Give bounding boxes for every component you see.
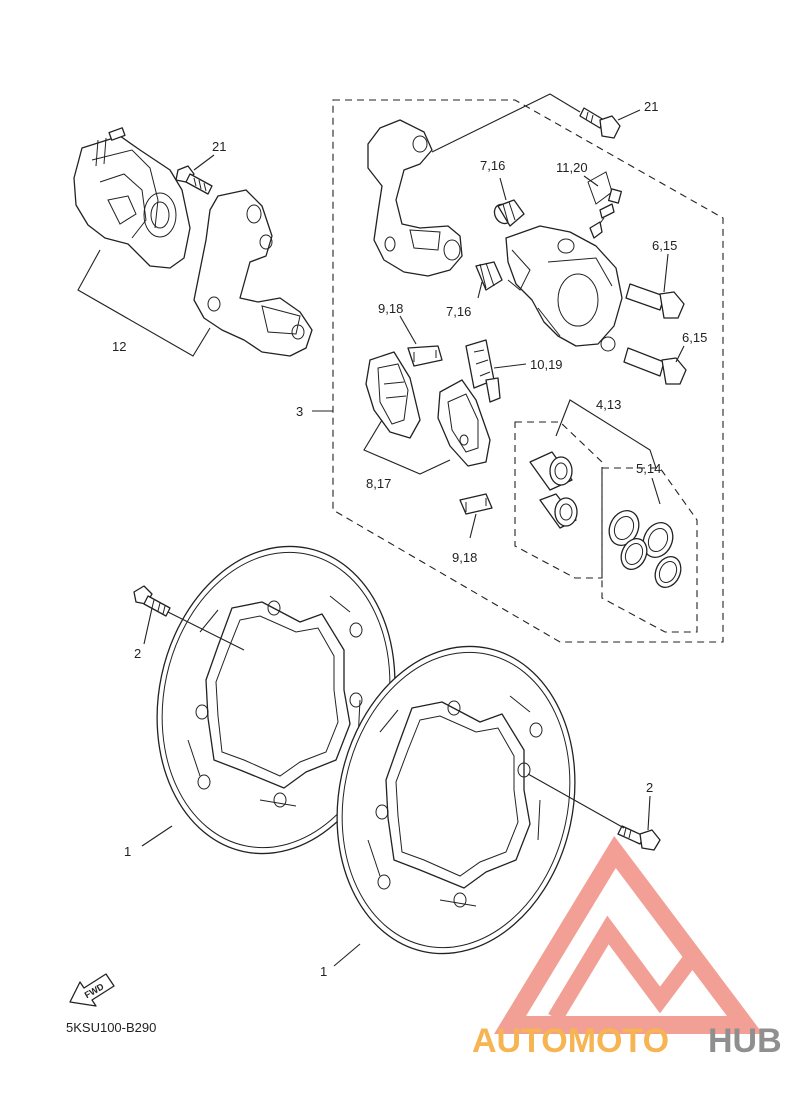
callout-7-16-lower: 7,16 bbox=[446, 304, 471, 319]
right-caliper-body bbox=[505, 225, 623, 347]
pad-clip-lower bbox=[459, 493, 493, 515]
watermark-mark-icon bbox=[548, 915, 697, 1023]
watermark-triangle-icon bbox=[494, 835, 764, 1034]
callout-11-20: 11,20 bbox=[556, 160, 588, 175]
callout-12: 12 bbox=[112, 339, 126, 354]
watermark-word-automoto: AUTOMOTO bbox=[472, 1022, 669, 1060]
left-caliper-body bbox=[73, 135, 191, 269]
right-caliper-assembly: 21 11,20 6,15 6,15 bbox=[367, 93, 707, 385]
watermark-word-hub: HUB bbox=[708, 1022, 782, 1060]
bleed-screw bbox=[587, 171, 623, 239]
right-caliper-bracket bbox=[367, 119, 463, 277]
right-disc-bolt bbox=[617, 825, 661, 851]
piston-seals bbox=[608, 509, 682, 589]
piston-group-boundary bbox=[514, 421, 603, 579]
callout-9-18-lower: 9,18 bbox=[452, 550, 477, 565]
forward-arrow-icon: FWD bbox=[69, 973, 115, 1007]
diagram-code: 5KSU100-B290 bbox=[66, 1020, 156, 1035]
callout-2-left: 2 bbox=[134, 646, 141, 661]
callout-4-13: 4,13 bbox=[596, 397, 621, 412]
callout-21-right: 21 bbox=[644, 99, 658, 114]
watermark-logo: AUTOMOTO HUB bbox=[472, 835, 782, 1060]
callout-6-15-lower: 6,15 bbox=[682, 330, 707, 345]
callout-3: 3 bbox=[296, 404, 303, 419]
callout-8-17: 8,17 bbox=[366, 476, 391, 491]
callout-10-19: 10,19 bbox=[530, 357, 563, 372]
callout-6-15-upper: 6,15 bbox=[652, 238, 677, 253]
callout-9-18-upper: 9,18 bbox=[378, 301, 403, 316]
brake-disc-right bbox=[336, 645, 576, 955]
callout-5-14: 5,14 bbox=[636, 461, 661, 476]
pad-clip-upper bbox=[407, 345, 443, 367]
callout-2-right: 2 bbox=[646, 780, 653, 795]
seal-group-boundary bbox=[601, 467, 698, 633]
pistons bbox=[529, 451, 578, 529]
left-mounting-bolt bbox=[175, 165, 213, 195]
pin-boot-lower bbox=[475, 261, 503, 291]
right-mounting-bolt bbox=[579, 107, 621, 139]
left-caliper-bracket bbox=[193, 189, 313, 357]
brake-pad-right bbox=[437, 379, 491, 467]
left-disc-bolt bbox=[133, 585, 171, 617]
callout-1-right: 1 bbox=[320, 964, 327, 979]
callout-21-left: 21 bbox=[212, 139, 226, 154]
pin-boot-upper bbox=[493, 199, 525, 227]
slide-pin-upper bbox=[625, 283, 685, 319]
slide-pin-lower bbox=[623, 347, 687, 385]
anti-rattle-spring bbox=[465, 339, 501, 403]
brake-pad-left bbox=[365, 351, 421, 439]
callout-7-16-upper: 7,16 bbox=[480, 158, 505, 173]
left-caliper-assembly: 21 12 bbox=[73, 127, 313, 357]
callout-1-left: 1 bbox=[124, 844, 131, 859]
caliper-assembly-boundary bbox=[332, 99, 724, 643]
